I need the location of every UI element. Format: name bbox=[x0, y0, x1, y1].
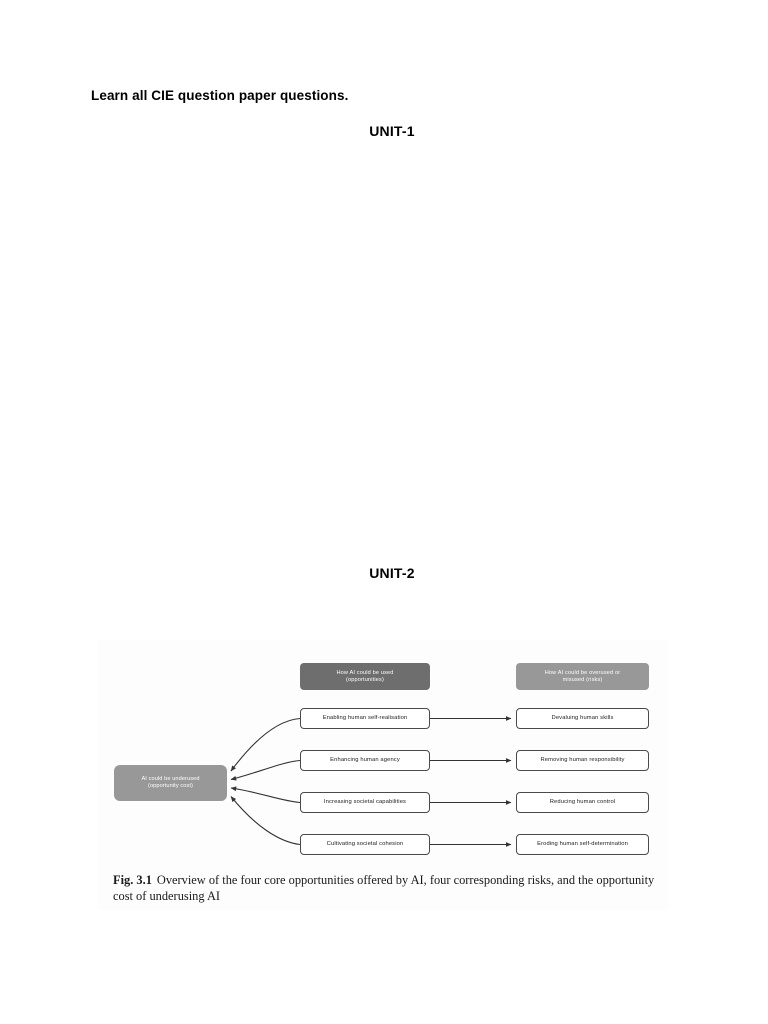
page-title: Learn all CIE question paper questions. bbox=[91, 88, 349, 103]
node-opportunity-4: Cultivating societal cohesion bbox=[300, 834, 430, 855]
figure-3-1: How AI could be used (opportunities) How… bbox=[97, 640, 668, 910]
unit-2-heading: UNIT-2 bbox=[369, 565, 415, 581]
node-opportunity-3: Increasing societal capabilities bbox=[300, 792, 430, 813]
node-ai-underused: AI could be underused (opportunity cost) bbox=[114, 765, 227, 801]
connector-lines bbox=[230, 716, 512, 847]
node-risk-2: Removing human responsibility bbox=[516, 750, 649, 771]
node-risk-1: Devaluing human skills bbox=[516, 708, 649, 729]
header-opportunities: How AI could be used (opportunities) bbox=[300, 663, 430, 690]
node-opportunity-1: Enabling human self-realisation bbox=[300, 708, 430, 729]
unit-1-heading: UNIT-1 bbox=[369, 123, 415, 139]
node-risk-4: Eroding human self-determination bbox=[516, 834, 649, 855]
node-risk-3: Reducing human control bbox=[516, 792, 649, 813]
node-opportunity-2: Enhancing human agency bbox=[300, 750, 430, 771]
figure-caption-label: Fig. 3.1 bbox=[113, 873, 152, 887]
diagram-canvas: How AI could be used (opportunities) How… bbox=[97, 640, 668, 865]
header-risks: How AI could be overused or misused (ris… bbox=[516, 663, 649, 690]
figure-caption-text: Overview of the four core opportunities … bbox=[113, 873, 655, 904]
